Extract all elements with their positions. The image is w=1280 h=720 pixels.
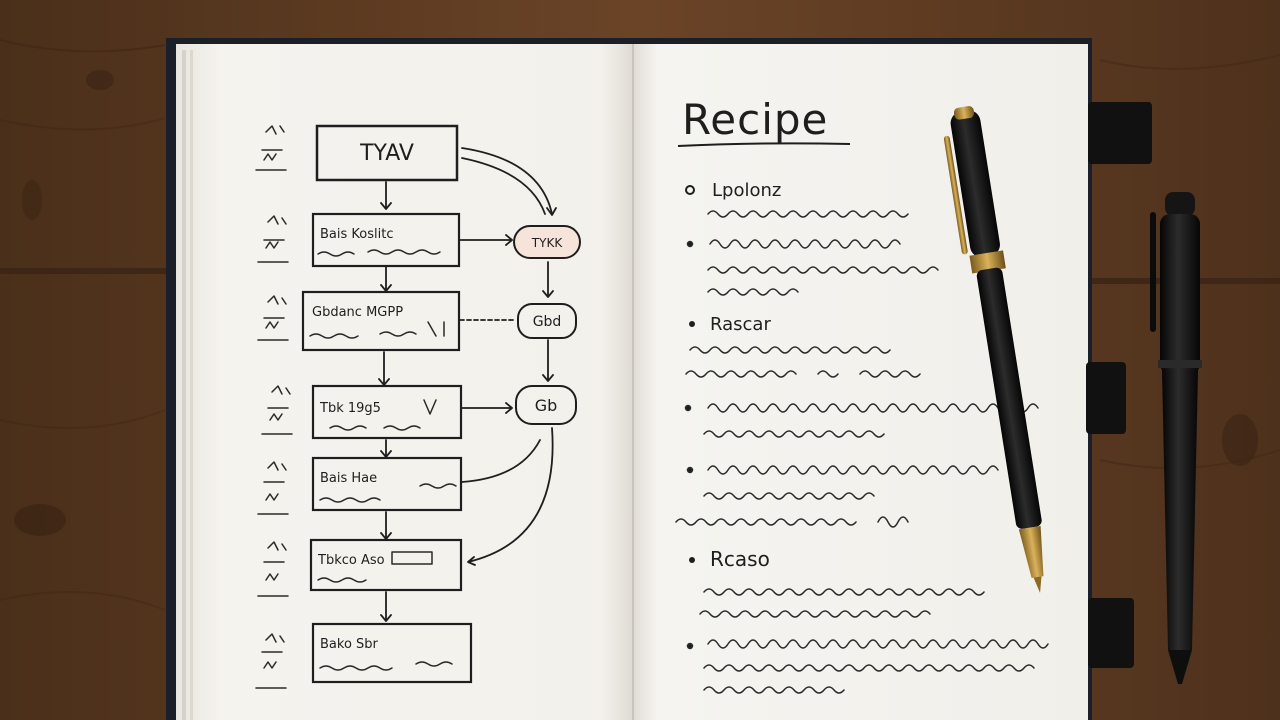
flow-step-6 xyxy=(311,622,473,684)
flow-side-node xyxy=(517,303,577,339)
handwriting-lines xyxy=(675,346,1039,528)
recipe-notes: Recipe Lpolonz Rascar Rcaso xyxy=(675,95,1049,694)
flow-top-box xyxy=(315,124,459,182)
flow-step-boxes xyxy=(301,212,473,684)
flowchart: TYAV xyxy=(255,124,581,689)
flow-top-label: TYAV xyxy=(359,141,414,166)
flow-step-2 xyxy=(301,290,461,352)
flow-step-label: Bais Hae xyxy=(320,471,377,486)
flow-step-1 xyxy=(311,212,461,268)
bullet-dot xyxy=(685,185,695,195)
handwriting-lines xyxy=(686,588,1049,694)
recipe-section-heading: Rascar xyxy=(710,314,771,335)
flow-arrows xyxy=(378,147,557,622)
notebook xyxy=(166,38,1152,720)
recipe-title: Recipe xyxy=(682,95,828,144)
flow-step-label: Bako Sbr xyxy=(320,637,379,652)
flow-step-label: Gbdanc MGPP xyxy=(312,305,403,320)
bullet-dot xyxy=(689,557,695,563)
recipe-section-heading: Rcaso xyxy=(710,547,770,571)
flow-step-labels: Bais Koslitc Gbdanc MGPP Tbk 19g5 Bais H… xyxy=(312,227,403,652)
flow-step-5 xyxy=(309,538,463,592)
handwriting-lines xyxy=(686,210,939,296)
recipe-section-heading: Lpolonz xyxy=(712,180,781,201)
flow-side-node-label: Gb xyxy=(535,396,558,415)
flow-step-label: Bais Koslitc xyxy=(320,227,393,242)
flow-side-node-highlight xyxy=(513,225,581,259)
ballpoint-pen xyxy=(1150,192,1202,684)
flow-step-label: Tbkco Aso xyxy=(317,553,385,568)
fountain-pen xyxy=(943,106,1044,593)
flow-side-node-label: TYKK xyxy=(531,236,564,250)
flow-side-node-label: Gbd xyxy=(533,314,562,330)
bullet-dot xyxy=(689,321,695,327)
flow-side-node xyxy=(515,385,577,425)
flow-step-scribbles xyxy=(309,249,457,671)
flow-step-label: Tbk 19g5 xyxy=(319,401,381,416)
margin-marks xyxy=(255,125,293,689)
flow-step-3 xyxy=(311,384,463,440)
flow-step-4 xyxy=(311,456,463,512)
left-page xyxy=(176,44,638,720)
